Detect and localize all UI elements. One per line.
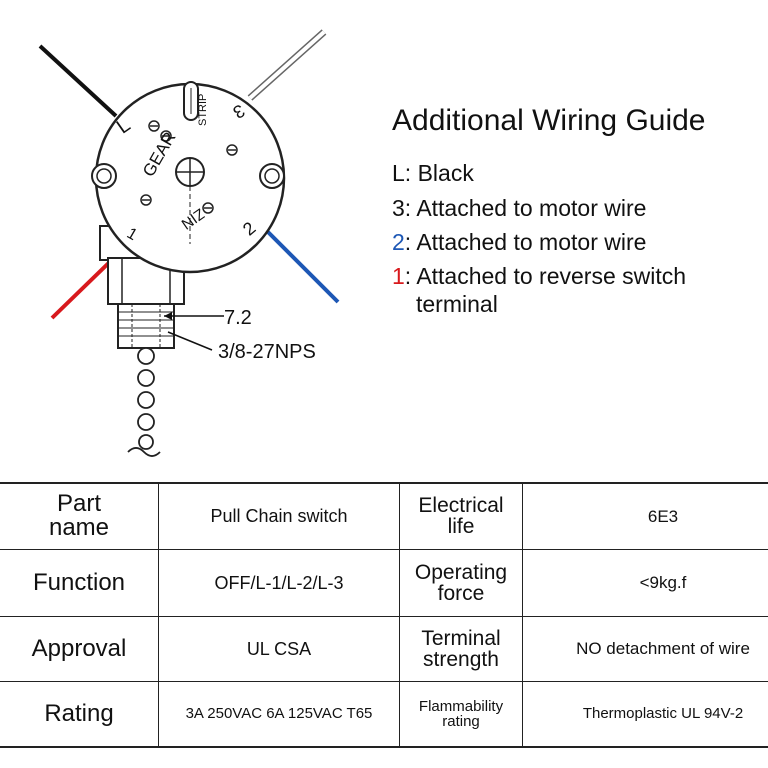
threaded-stem bbox=[117, 303, 175, 349]
terminal-screws bbox=[140, 120, 238, 214]
thread-spec-leader bbox=[167, 331, 213, 351]
table-row: Function OFF/L-1/L-2/L-3 Operating force… bbox=[0, 548, 768, 617]
row-label: Rating bbox=[0, 680, 159, 748]
row-value: UL CSA bbox=[158, 615, 400, 682]
legend-text: Attached to motor wire bbox=[416, 195, 647, 221]
row-value: Pull Chain switch bbox=[158, 482, 400, 550]
legend-key: 1 bbox=[392, 263, 405, 289]
legend-separator: : bbox=[404, 229, 417, 255]
table-row: Approval UL CSA Terminal strength NO det… bbox=[0, 615, 768, 682]
black-wire-l bbox=[38, 44, 118, 118]
spec-table: Part name Pull Chain switch Electrical l… bbox=[0, 482, 768, 748]
strip-label: STRIP bbox=[197, 94, 209, 126]
legend-key: L bbox=[392, 160, 405, 186]
chain-break bbox=[127, 447, 161, 457]
legend-key: 2 bbox=[392, 229, 405, 255]
dimension-7-2: 7.2 bbox=[224, 307, 252, 329]
legend-continuation: terminal bbox=[416, 291, 498, 317]
blue-wire-2 bbox=[260, 224, 340, 304]
legend-item-l: L: Black bbox=[392, 160, 474, 187]
row-label-2: Electrical life bbox=[399, 482, 523, 550]
row-label-2: Flammability rating bbox=[399, 680, 523, 748]
row-label: Part name bbox=[0, 482, 159, 550]
legend-item-3: 3: Attached to motor wire bbox=[392, 195, 646, 222]
legend-text: Attached to motor wire bbox=[416, 229, 647, 255]
switch-diagram: L 3 2 1 STRIP GEAR ZIN 7.2 3/8-27NPS bbox=[38, 29, 340, 457]
row-label-2: Terminal strength bbox=[399, 615, 523, 682]
row-value-2: <9kg.f bbox=[522, 548, 768, 617]
row-label: Approval bbox=[0, 615, 159, 682]
row-label: Function bbox=[0, 548, 159, 617]
pull-chain bbox=[137, 347, 155, 450]
row-value-2: 6E3 bbox=[522, 482, 768, 550]
table-row: Rating 3A 250VAC 6A 125VAC T65 Flammabil… bbox=[0, 680, 768, 748]
row-value: 3A 250VAC 6A 125VAC T65 bbox=[158, 680, 400, 748]
legend-separator: : bbox=[404, 263, 417, 289]
legend-text: Attached to reverse switch bbox=[416, 263, 687, 289]
thread-spec: 3/8-27NPS bbox=[218, 341, 316, 363]
row-value-2: Thermoplastic UL 94V-2 bbox=[522, 680, 768, 748]
legend-key: 3 bbox=[392, 195, 405, 221]
legend-separator: : bbox=[404, 195, 417, 221]
legend-item-1: 1: Attached to reverse switch bbox=[392, 263, 686, 290]
legend-text: Black bbox=[417, 160, 474, 186]
row-value: OFF/L-1/L-2/L-3 bbox=[158, 548, 400, 617]
row-label-2: Operating force bbox=[399, 548, 523, 617]
row-value-2: NO detachment of wire bbox=[522, 615, 768, 682]
guide-title: Additional Wiring Guide bbox=[392, 104, 706, 137]
legend-item-2: 2: Attached to motor wire bbox=[392, 229, 646, 256]
table-row: Part name Pull Chain switch Electrical l… bbox=[0, 482, 768, 550]
legend-separator: : bbox=[404, 160, 418, 186]
